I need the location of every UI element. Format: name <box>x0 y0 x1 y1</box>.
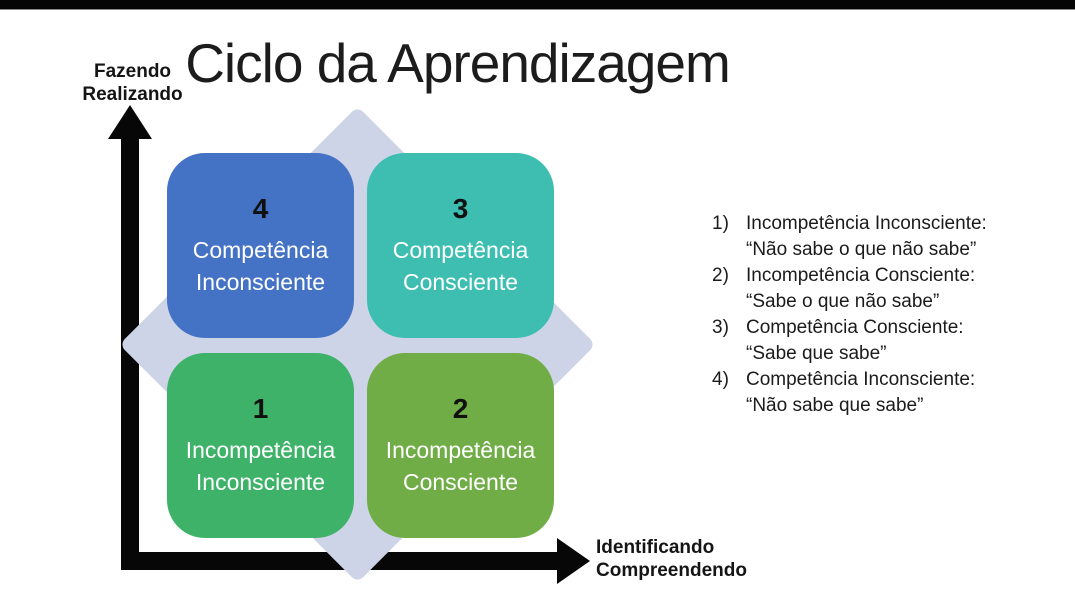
legend-item-name: Competência Inconsciente: <box>746 369 976 390</box>
quadrant-label-line2: Inconsciente <box>195 269 326 295</box>
quadrant-label-line1: Incompetência <box>385 437 536 463</box>
quadrant-label-line1: Incompetência <box>185 437 336 463</box>
legend-item: 2) Incompetência Consciente: “Sabe o que… <box>712 263 1062 315</box>
legend-item-number: 4) <box>712 369 729 390</box>
legend-item-number: 2) <box>712 265 729 286</box>
legend-item-name: Incompetência Consciente: <box>746 265 976 286</box>
quadrant-label: Incompetência Inconsciente <box>186 434 336 498</box>
quadrant-1-incompetencia-inconsciente: 1 Incompetência Inconsciente <box>167 353 354 538</box>
legend-item-number: 1) <box>712 213 729 234</box>
legend-item-text: Competência Inconsciente: “Não sabe que … <box>746 367 1062 419</box>
legend-item-text: Incompetência Consciente: “Sabe o que nã… <box>746 263 1062 315</box>
quadrant-label-line2: Consciente <box>402 469 519 495</box>
quadrant-3-competencia-consciente: 3 Competência Consciente <box>367 153 554 338</box>
arrow-up-icon <box>108 105 152 139</box>
legend-item-text: Competência Consciente: “Sabe que sabe” <box>746 315 1062 367</box>
quadrant-label-line2: Consciente <box>402 269 519 295</box>
quadrant-2-incompetencia-consciente: 2 Incompetência Consciente <box>367 353 554 538</box>
legend-item: 1) Incompetência Inconsciente: “Não sabe… <box>712 211 1062 263</box>
quadrant-label: Competência Inconsciente <box>193 234 329 298</box>
legend-item-number: 3) <box>712 317 729 338</box>
quadrant-label: Competência Consciente <box>393 234 529 298</box>
y-axis-label-line1: Fazendo <box>93 61 172 82</box>
quadrant-number: 4 <box>252 193 269 224</box>
legend-item-quote: “Não sabe o que não sabe” <box>746 239 977 260</box>
legend-list: 1) Incompetência Inconsciente: “Não sabe… <box>712 211 1062 419</box>
quadrant-label-line2: Inconsciente <box>195 469 326 495</box>
top-divider-bar <box>0 0 1075 10</box>
legend-item: 3) Competência Consciente: “Sabe que sab… <box>712 315 1062 367</box>
quadrant-number: 3 <box>452 193 469 224</box>
legend-item-text: Incompetência Inconsciente: “Não sabe o … <box>746 211 1062 263</box>
quadrant-label-line1: Competência <box>192 237 329 263</box>
x-axis-label-line2: Compreendendo <box>596 560 747 581</box>
quadrant-label: Incompetência Consciente <box>386 434 536 498</box>
quadrant-4-competencia-inconsciente: 4 Competência Inconsciente <box>167 153 354 338</box>
legend-item-name: Incompetência Inconsciente: <box>746 213 987 234</box>
legend-item-quote: “Sabe que sabe” <box>746 343 887 364</box>
arrow-right-icon <box>557 538 590 584</box>
y-axis-label-line2: Realizando <box>82 84 183 105</box>
quadrant-number: 1 <box>252 393 269 424</box>
legend-item-name: Competência Consciente: <box>746 317 964 338</box>
y-axis-label: Fazendo Realizando <box>70 60 195 106</box>
quadrant-label-line1: Competência <box>392 237 529 263</box>
legend-item-quote: “Sabe o que não sabe” <box>746 291 940 312</box>
legend-item: 4) Competência Inconsciente: “Não sabe q… <box>712 367 1062 419</box>
legend-item-quote: “Não sabe que sabe” <box>746 395 924 416</box>
x-axis-label: Identificando Compreendendo <box>596 536 747 582</box>
quadrant-number: 2 <box>452 393 469 424</box>
page-title: Ciclo da Aprendizagem <box>185 32 731 94</box>
x-axis-label-line1: Identificando <box>596 537 715 558</box>
